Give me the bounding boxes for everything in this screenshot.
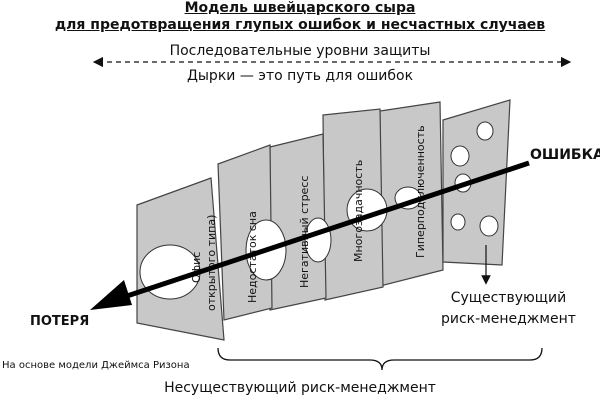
error-label: ОШИБКА	[530, 147, 600, 163]
slice-label-1b: открытого типа)	[205, 215, 218, 311]
slice-label-4: Многозадачность	[352, 160, 365, 262]
title-line-2: для предотвращения глупых ошибок и несча…	[54, 17, 546, 33]
existing-risk-label: Существующий риск-менеджмент	[441, 288, 576, 330]
slice-label-1a: Офис	[190, 252, 203, 283]
error-arrow-line	[114, 160, 530, 303]
existing-risk-line2: риск-менеджмент	[441, 311, 576, 327]
slice-label-5: Гиперподключенность	[414, 125, 427, 258]
slice-label-3: Негативный стресс	[298, 176, 311, 288]
cheese-slice-6	[442, 99, 511, 266]
layers-label: Последовательные уровни защиты	[169, 43, 431, 59]
cheese-slice-1	[136, 177, 225, 341]
existing-risk-line1: Существующий	[450, 290, 567, 306]
holes-label: Дырки — это путь для ошибок	[186, 68, 414, 84]
error-arrow-head	[90, 280, 132, 310]
bottom-brace	[217, 347, 543, 371]
nonexisting-risk-label: Несуществующий риск-менеджмент	[164, 380, 436, 396]
loss-label: ПОТЕРЯ	[30, 314, 90, 329]
title-line-1: Модель швейцарского сыра	[184, 0, 416, 16]
source-note: На основе модели Джеймса Ризона	[2, 360, 190, 371]
